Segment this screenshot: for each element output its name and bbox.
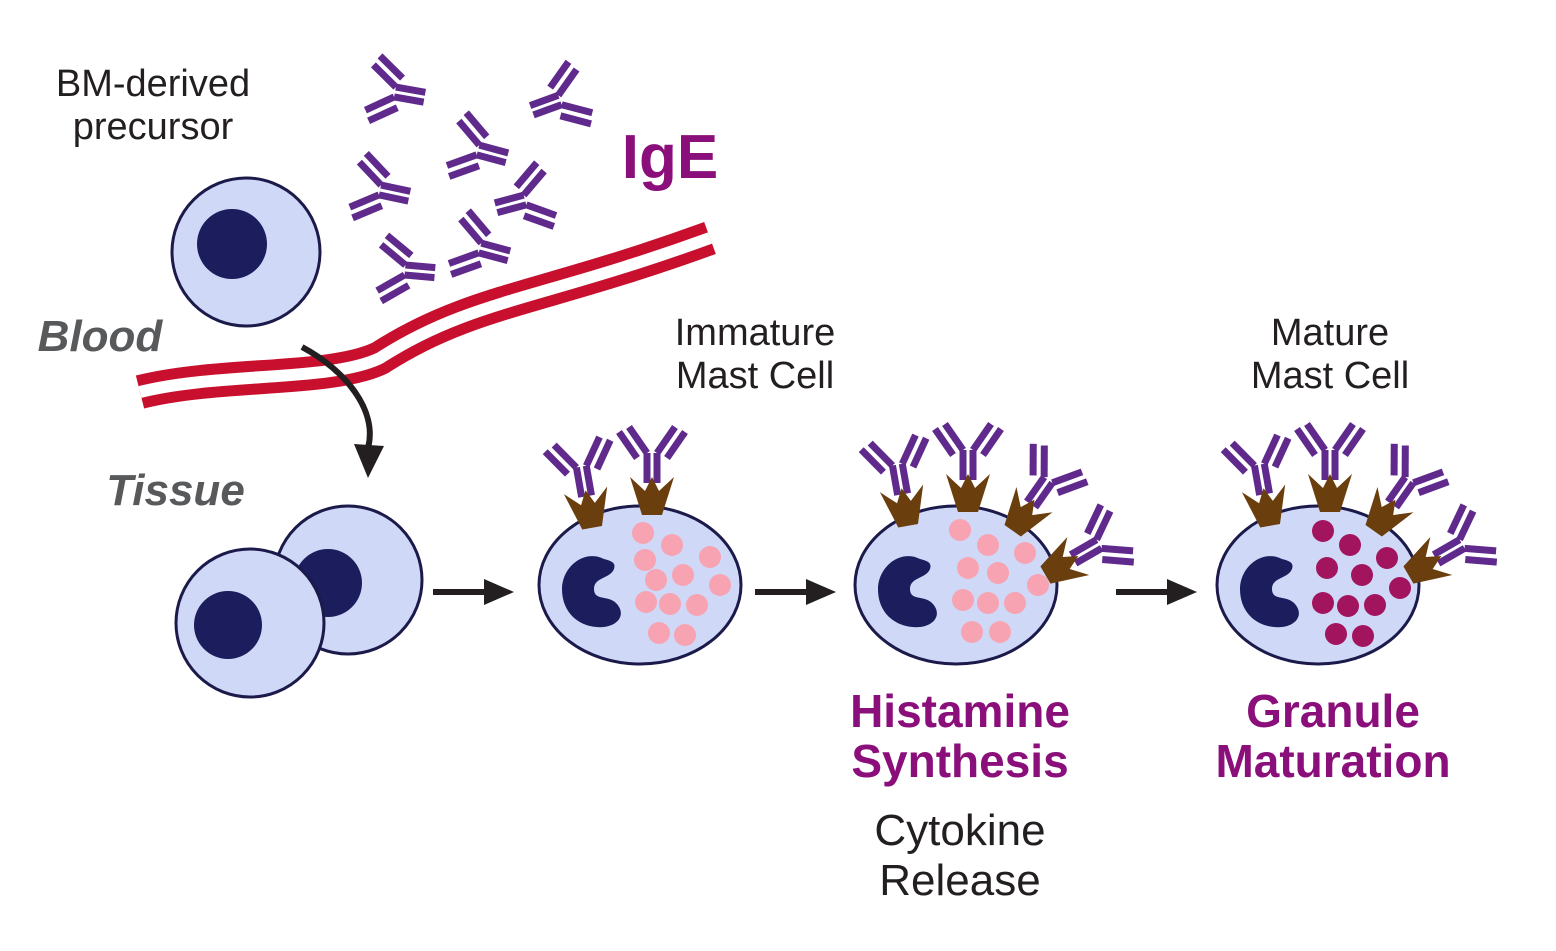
migration-arrow [300,344,384,478]
mature-mast-cell-label: Mature Mast Cell [1250,312,1410,397]
ige-antibody [348,152,416,228]
free-ige-antibodies [348,55,596,306]
ige-antibody [487,161,558,239]
ige-receptor-complex [935,424,1001,512]
immature-granules [632,522,731,646]
mature-granules [1312,520,1411,647]
ige-antibody [446,209,517,287]
nucleus [194,591,262,659]
precursor-cell-blood [170,176,322,328]
ige-receptor-complex [1297,424,1363,512]
immature-granules [949,519,1049,643]
progression-arrow-2 [755,579,836,605]
nucleus [197,209,267,279]
progression-arrow-3 [1116,579,1197,605]
histamine-synthesis-label: Histamine Synthesis [850,685,1070,787]
progression-arrow-1 [433,579,514,605]
immature-mast-cell-label: Immature Mast Cell [674,312,836,397]
precursor-label: BM-derived precursor [55,63,251,148]
mature-mast-cell [1215,424,1501,666]
precursor-cells-tissue [174,504,424,699]
ige-antibody [376,235,438,306]
immature-mast-cell [537,427,743,666]
tissue-label: Tissue [106,466,245,515]
ige-receptor-complex [619,427,685,515]
granule-maturation-label: Granule Maturation [1215,685,1451,787]
blood-label: Blood [37,312,163,361]
cytokine-mast-cell [853,424,1138,666]
cytokine-release-label: Cytokine Release [874,806,1046,905]
blood-vessel [135,222,716,409]
ige-antibody [444,111,515,189]
ige-antibody [521,60,596,141]
ige-label: IgE [621,123,719,192]
ige-antibody [364,55,431,130]
